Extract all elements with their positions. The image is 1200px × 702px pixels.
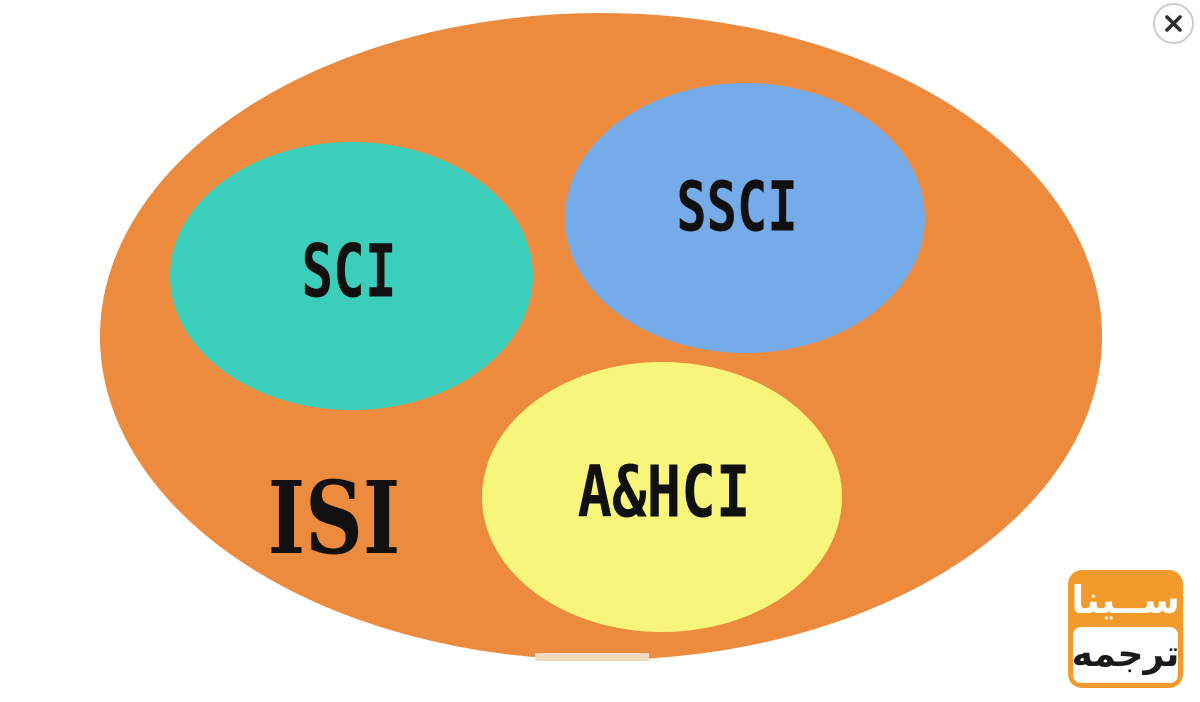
sci-label: SCI [301, 229, 397, 315]
watermark-top-text: ســینا [1071, 577, 1180, 622]
watermark-bottom-text: ترجمه [1072, 627, 1179, 683]
isi-label: ISI [267, 459, 401, 577]
watermark-logo: ســینا ترجمه [1068, 570, 1183, 688]
ahci-set-ellipse [482, 362, 842, 632]
sci-set-ellipse [170, 142, 533, 410]
ssci-set-ellipse [565, 83, 925, 353]
ahci-label: A&HCI [577, 450, 751, 534]
x-mark-icon [1164, 14, 1183, 33]
ssci-label: SSCI [676, 167, 798, 248]
bottom-artifact-strip [535, 653, 649, 661]
close-button[interactable] [1153, 3, 1194, 44]
